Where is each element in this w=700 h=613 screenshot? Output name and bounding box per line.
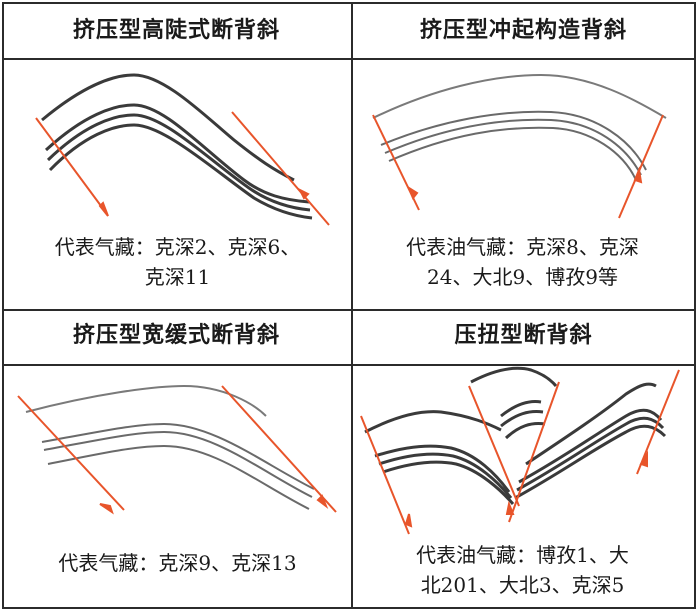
panel-2-title: 挤压型冲起构造背斜 [419,17,627,43]
fault-arrow-icon [316,494,329,509]
fault-arrow-icon [297,187,310,200]
header-divider-top [4,58,694,60]
panel-3-title: 挤压型宽缓式断背斜 [72,322,280,348]
panel-2-caption: 代表油气藏：克深8、克深 24、大北9、博孜9等 [355,232,690,292]
fault-arrow-icon [406,185,419,200]
panel-1-diagram [35,73,330,226]
panel-2-caption-line-1: 代表油气藏：克深8、克深 [406,235,639,259]
panel-4-strata [364,366,667,505]
panel-4-caption: 代表油气藏：博孜1、大 北201、大北3、克深5 [355,540,690,600]
panel-4-caption-line-2: 北201、大北3、克深5 [420,573,625,597]
panel-2-diagram [372,73,667,219]
vertical-divider [351,4,353,607]
panel-1-strata [41,73,313,220]
fault-arrow-icon [633,166,643,184]
fault-arrow-icon [98,201,109,217]
middle-divider [4,309,694,311]
panel-1-caption: 代表气藏：克深2、克深6、 克深11 [10,232,345,292]
panel-3-faults [17,385,337,515]
panel-3-strata [25,384,315,510]
panel-4-faults [360,369,680,535]
panel-1-faults [35,111,330,226]
panel-3-caption-line-1: 代表气藏：克深9、克深13 [58,551,297,575]
panel-1-title: 挤压型高陡式断背斜 [72,17,280,43]
fault-arrow-icon [404,513,413,528]
panel-1-caption-line-2: 克深11 [144,265,211,289]
fault-arrow-icon [505,500,515,515]
fault-arrow-icon [99,503,114,515]
panel-2-strata [372,73,667,181]
panel-1-caption-line-1: 代表气藏：克深2、克深6、 [54,235,301,259]
panel-3-caption: 代表气藏：克深9、克深13 [10,548,345,578]
panel-2-faults [372,114,664,219]
fault-arrow-icon [639,450,648,468]
panel-2-caption-line-2: 24、大北9、博孜9等 [427,265,618,289]
panel-4-title: 压扭型断背斜 [454,322,593,348]
panel-4-caption-line-1: 代表油气藏：博孜1、大 [416,543,629,567]
panel-3-diagram [17,384,337,515]
header-divider-bottom [4,364,694,366]
panel-4-diagram [360,366,680,535]
